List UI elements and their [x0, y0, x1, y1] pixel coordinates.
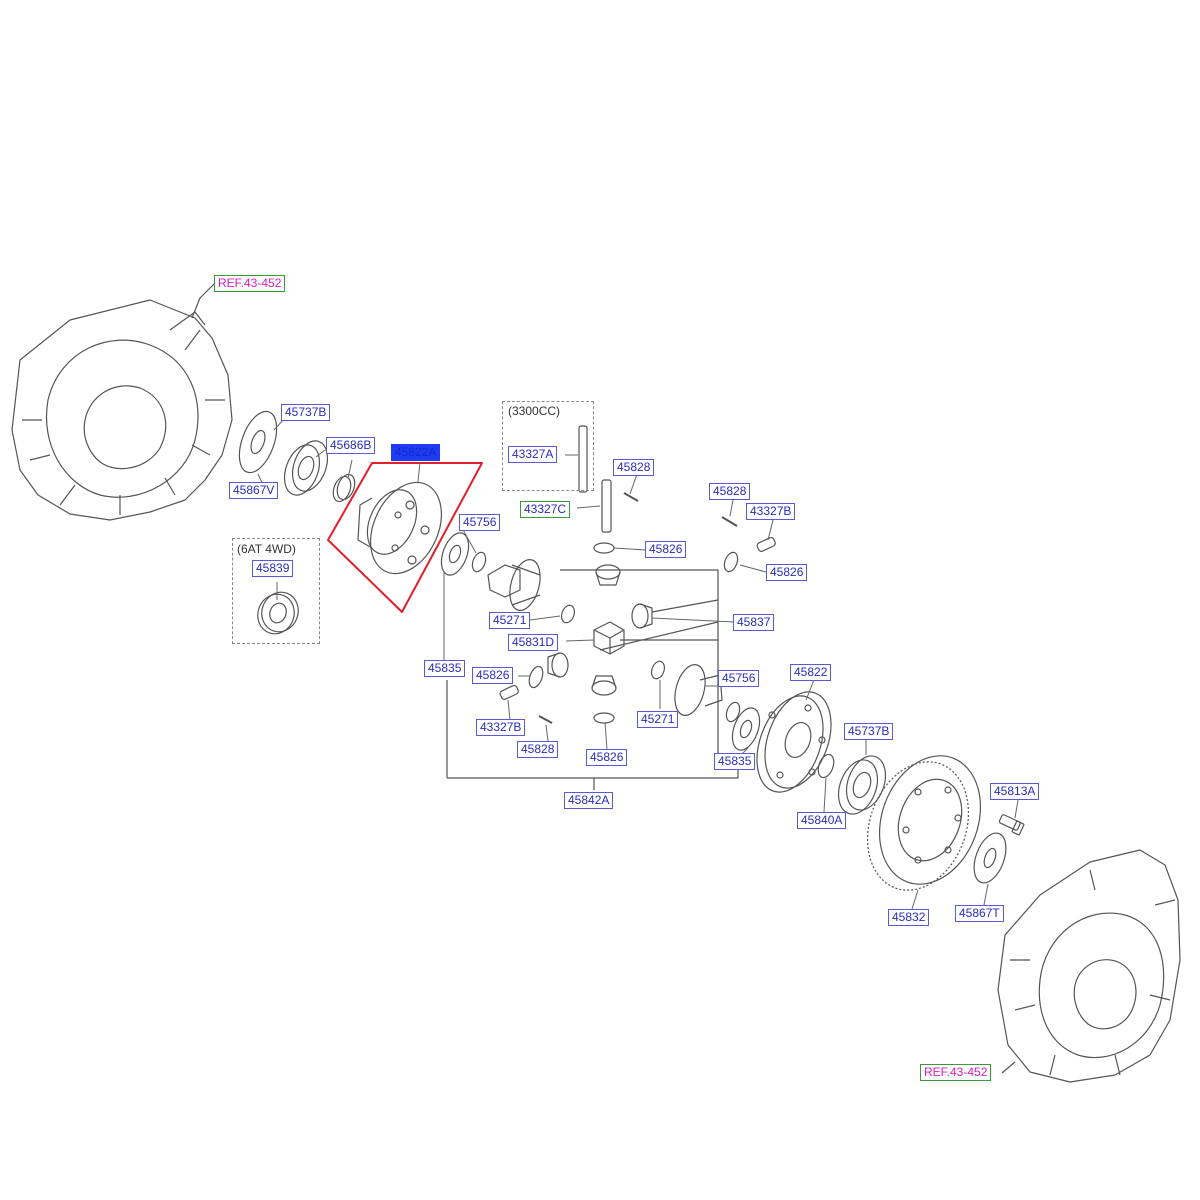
part-label-45839[interactable]: 45839 — [252, 560, 294, 577]
part-label-45835-lower[interactable]: 45835 — [714, 753, 756, 770]
part-label-45835-upper[interactable]: 45835 — [424, 660, 466, 677]
group-box-6at-4wd — [232, 538, 320, 644]
part-label-45756-upper[interactable]: 45756 — [459, 514, 501, 531]
part-label-45828-a[interactable]: 45828 — [613, 459, 655, 476]
pinion-cross-block — [593, 621, 625, 655]
seal-6at-4wd — [257, 591, 299, 635]
part-label-45832[interactable]: 45832 — [888, 909, 930, 926]
side-washer-upper — [440, 532, 470, 576]
lock-pin-c — [538, 715, 553, 724]
transmission-housing-right — [997, 849, 1181, 1083]
part-label-43327b-upper[interactable]: 43327B — [746, 503, 796, 520]
part-label-45828-c[interactable]: 45828 — [517, 741, 559, 758]
group-title-6at-4wd: (6AT 4WD) — [237, 542, 296, 556]
pinion-gear-c — [547, 652, 569, 678]
part-label-45828-b[interactable]: 45828 — [709, 483, 751, 500]
part-label-45826-a[interactable]: 45826 — [645, 541, 687, 558]
transmission-housing-left — [11, 299, 233, 521]
part-label-43327a[interactable]: 43327A — [508, 446, 558, 463]
highlight-outline — [327, 462, 483, 613]
snap-ring-upper — [471, 551, 487, 573]
assembly-bracket — [446, 569, 739, 790]
side-gear-lower — [674, 664, 723, 716]
part-label-45867v[interactable]: 45867V — [229, 482, 279, 499]
pinion-shaft-long — [578, 425, 588, 493]
part-label-43327c[interactable]: 43327C — [520, 501, 571, 518]
group-title-3300cc: (3300CC) — [508, 404, 561, 418]
part-label-45842a[interactable]: 45842A — [564, 792, 614, 809]
part-label-45271-upper[interactable]: 45271 — [489, 612, 531, 629]
pinion-washer-c — [528, 665, 544, 689]
pinion-gear-a — [595, 564, 621, 586]
differential-case — [357, 481, 442, 575]
pinion-gear-d — [591, 675, 617, 696]
leader-lines — [257, 417, 1019, 910]
part-label-45737b-right[interactable]: 45737B — [844, 723, 894, 740]
ring-upper — [560, 604, 576, 624]
differential-case-half — [756, 691, 832, 793]
part-label-45826-d[interactable]: 45826 — [586, 749, 628, 766]
lock-pin-a — [623, 492, 639, 502]
part-label-45271-lower[interactable]: 45271 — [637, 711, 679, 728]
pinion-washer-a — [593, 542, 615, 554]
pinion-pin-lower — [499, 684, 519, 700]
part-label-45822[interactable]: 45822 — [790, 664, 832, 681]
oil-seal — [332, 473, 356, 503]
side-washer-lower — [731, 707, 761, 751]
ring-lower — [650, 660, 666, 680]
group-box-3300cc — [502, 401, 594, 491]
part-label-45686b[interactable]: 45686B — [326, 437, 376, 454]
bearing-right — [837, 755, 887, 815]
ref-leader-top — [191, 282, 216, 319]
part-label-45840a[interactable]: 45840A — [797, 812, 847, 829]
part-label-45822a-selected[interactable]: 45822A — [391, 444, 441, 461]
bearing-left — [283, 440, 329, 496]
part-label-45837[interactable]: 45837 — [733, 614, 775, 631]
side-gear-upper — [487, 559, 541, 611]
ref-label-bottom[interactable]: REF.43-452 — [920, 1064, 992, 1081]
ring-gear-bolt — [998, 814, 1025, 836]
thrust-washer-left — [238, 410, 278, 474]
adjusting-shim — [817, 753, 835, 779]
part-label-45831d[interactable]: 45831D — [508, 634, 559, 651]
thrust-washer-right — [973, 832, 1007, 884]
part-label-45737b-left[interactable]: 45737B — [281, 404, 331, 421]
pinion-gear-b — [631, 603, 653, 629]
pinion-washer-b — [723, 551, 739, 573]
part-label-45813a[interactable]: 45813A — [990, 783, 1040, 800]
part-label-45867t[interactable]: 45867T — [955, 905, 1004, 922]
pinion-shaft-short — [601, 479, 612, 533]
part-label-45826-c[interactable]: 45826 — [472, 667, 514, 684]
ref-leader-bottom — [1001, 1061, 1016, 1074]
pinion-washer-d — [593, 712, 615, 724]
part-label-45826-b[interactable]: 45826 — [766, 564, 808, 581]
differential-ring-gear — [866, 755, 982, 891]
ref-label-top[interactable]: REF.43-452 — [214, 275, 286, 292]
snap-ring-lower — [725, 701, 741, 723]
part-label-43327b-lower[interactable]: 43327B — [476, 719, 526, 736]
lock-pin-b — [721, 516, 738, 527]
pinion-pin-upper — [756, 536, 776, 552]
part-label-45756-lower[interactable]: 45756 — [718, 670, 760, 687]
